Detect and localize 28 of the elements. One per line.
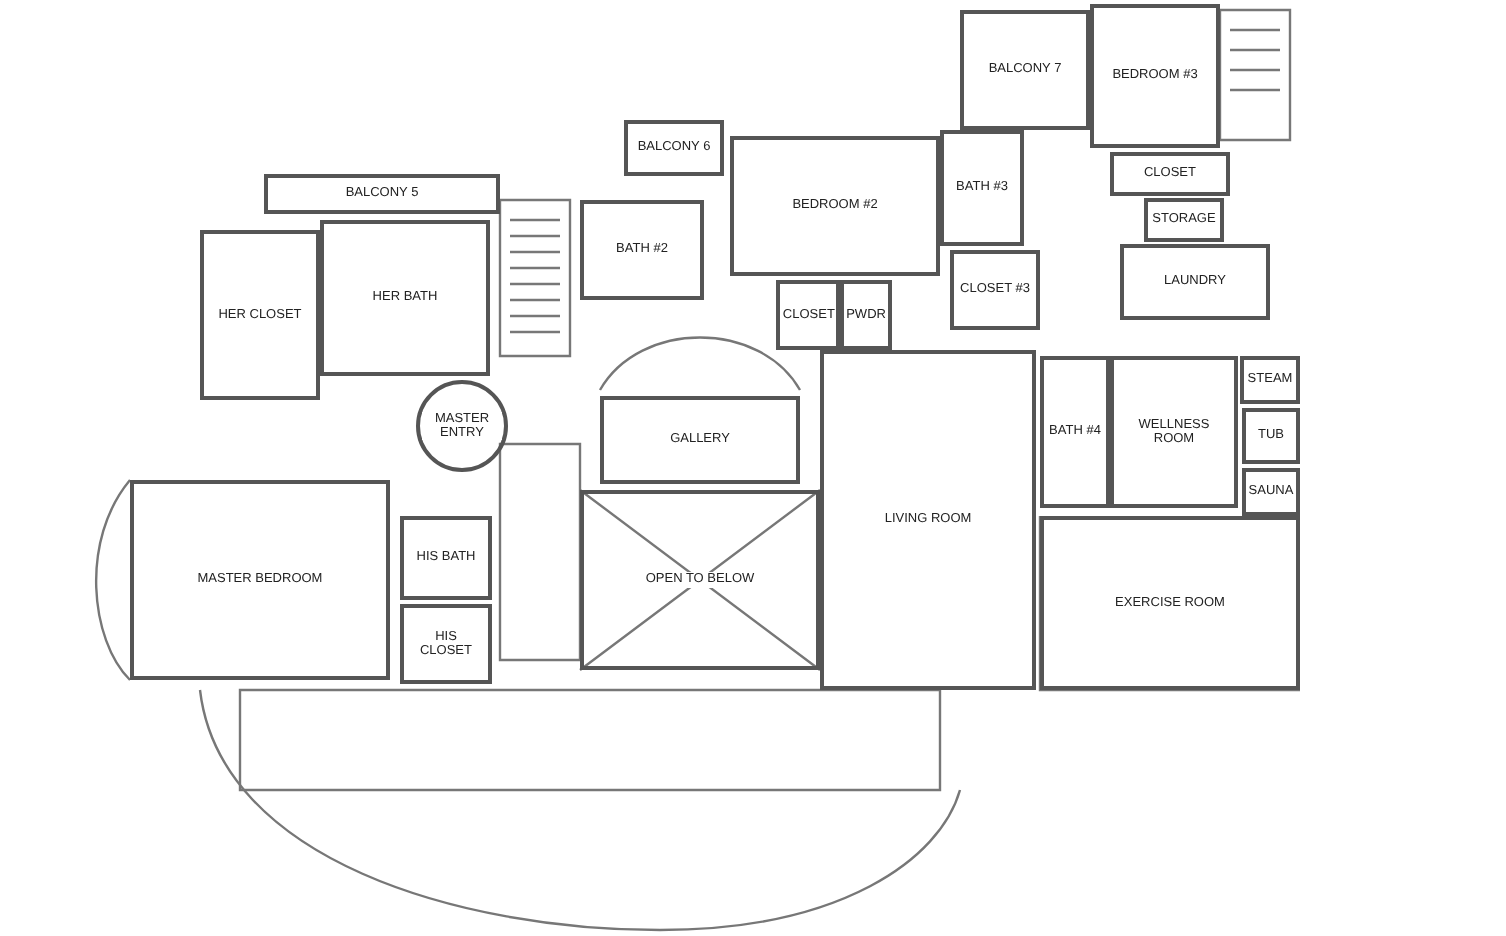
- room-outline: [1090, 4, 1220, 148]
- room-outline: [730, 136, 940, 276]
- room-outline: [200, 230, 320, 400]
- room-outline: [1242, 468, 1300, 516]
- room-outline: [776, 280, 840, 350]
- room-outline: [820, 350, 1036, 690]
- room-outline: [600, 396, 800, 484]
- room-outline: [960, 10, 1090, 130]
- room-outline: [840, 280, 892, 350]
- room-outline: [1110, 356, 1238, 508]
- room-outline: [580, 490, 820, 670]
- room-outline: [264, 174, 500, 214]
- room-outline: [320, 220, 490, 376]
- room-outline: [400, 516, 492, 600]
- room-outline: [1040, 356, 1110, 508]
- room-outline: [580, 200, 704, 300]
- room-outline: [1144, 198, 1224, 242]
- room-outline: [1240, 356, 1300, 404]
- round-room-outline: [416, 380, 508, 472]
- room-outline: [950, 250, 1040, 330]
- room-outline: [1120, 244, 1270, 320]
- room-outline: [624, 120, 724, 176]
- room-outline: [1242, 408, 1300, 464]
- room-outline: [130, 480, 390, 680]
- room-outline: [400, 604, 492, 684]
- room-outline: [940, 130, 1024, 246]
- room-outline: [1110, 152, 1230, 196]
- room-outline: [1040, 516, 1300, 690]
